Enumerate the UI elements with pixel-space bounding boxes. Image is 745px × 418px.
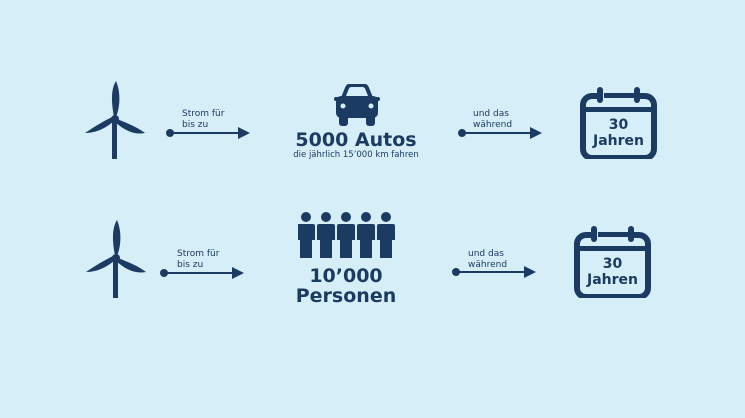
car-icon [334, 84, 380, 127]
wind-turbine-icon [85, 81, 147, 159]
arrow-icon [458, 127, 544, 139]
people-icon [298, 212, 396, 259]
value-subtitle: die jährlich 15’000 km fahren [293, 150, 419, 160]
arrow-icon [166, 127, 252, 139]
arrow-icon [452, 266, 538, 278]
value-cars: 5000 Autos [295, 129, 417, 151]
wind-turbine-icon [86, 220, 148, 298]
arrow-icon [160, 267, 246, 279]
